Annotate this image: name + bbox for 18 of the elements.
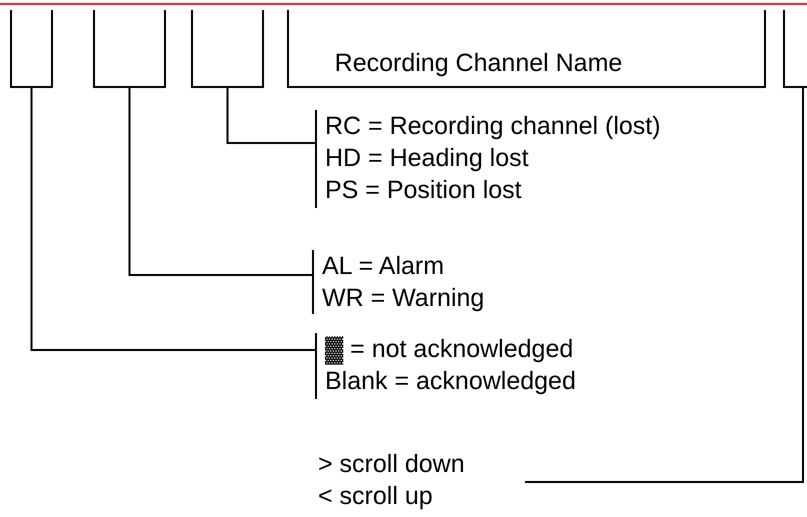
- field-box: [287, 10, 766, 88]
- legend-text: Blank = acknowledged: [325, 366, 577, 397]
- field-label: Recording Channel Name: [334, 48, 622, 80]
- legend-text: > scroll down: [318, 449, 466, 480]
- empty-field-box: [191, 10, 264, 88]
- legend-text: PS = Position lost: [325, 175, 523, 206]
- legend-text: AL = Alarm: [322, 251, 446, 282]
- legend-text: ▓ = not acknowledged: [325, 334, 574, 365]
- empty-field-box: [10, 10, 53, 88]
- leader-line: [525, 88, 804, 483]
- empty-field-box: [93, 10, 166, 88]
- legend-text: HD = Heading lost: [325, 143, 530, 174]
- leader-line: [128, 88, 312, 276]
- leader-line: [226, 88, 315, 144]
- leader-line: [30, 88, 315, 351]
- legend-text: RC = Recording channel (lost): [325, 111, 662, 142]
- legend-text: WR = Warning: [322, 283, 486, 314]
- legend-text: < scroll up: [318, 481, 434, 512]
